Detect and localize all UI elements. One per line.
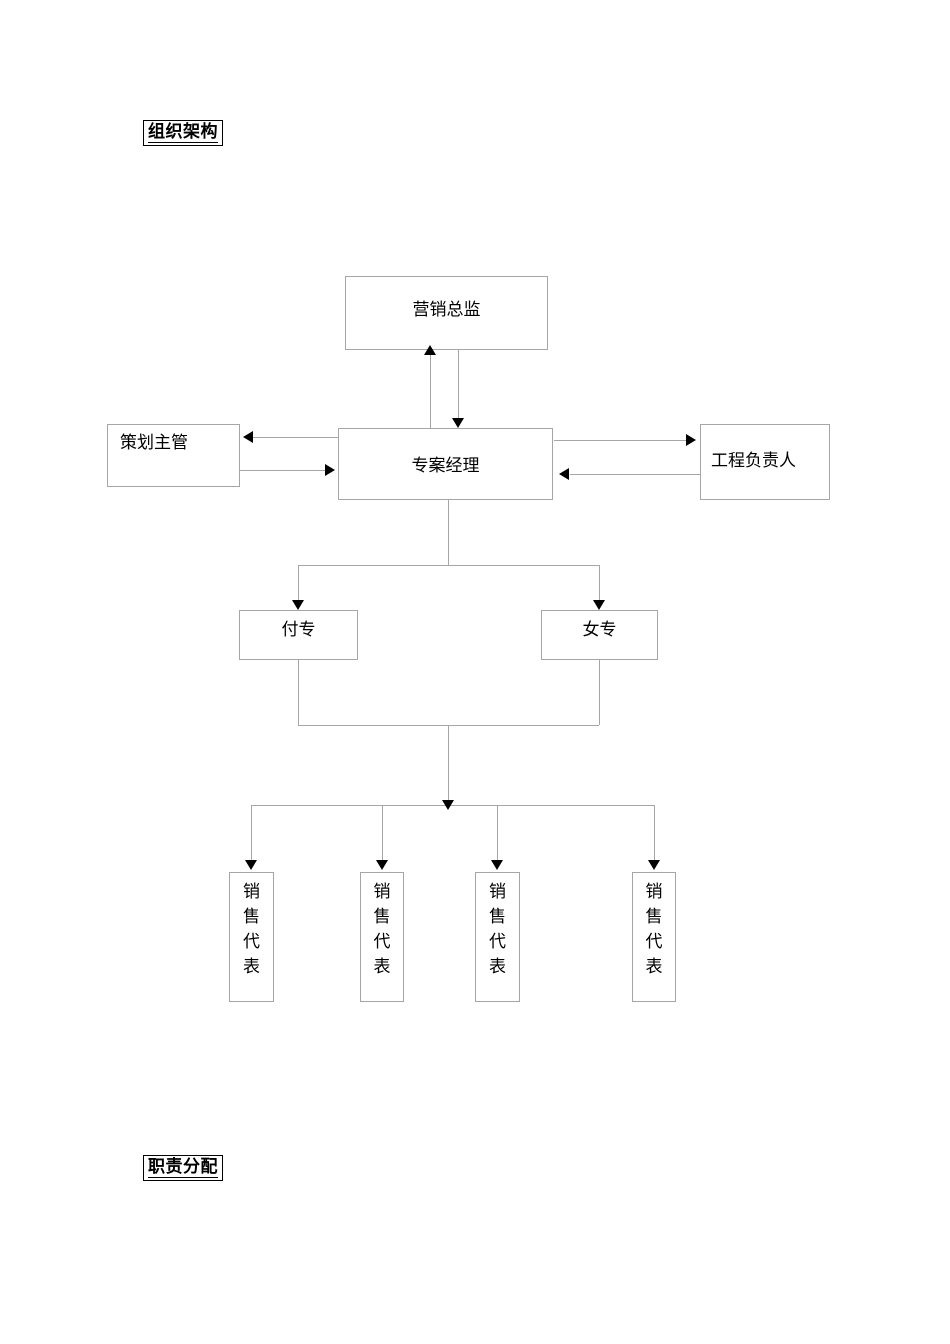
org-node-sales-rep-label: 销售代表 (645, 882, 663, 976)
org-node-engineering-lead[interactable]: 工程负责人 (700, 424, 830, 500)
org-node-project-manager[interactable]: 专案经理 (338, 428, 553, 500)
org-node-sales-rep-label: 销售代表 (243, 882, 260, 976)
org-node-nv-zhuan[interactable]: 女专 (541, 610, 658, 660)
org-node-sales-rep[interactable]: 销售代表 (632, 872, 676, 1002)
org-node-engineering-lead-label: 工程负责人 (711, 451, 796, 470)
org-node-nv-zhuan-label: 女专 (582, 620, 617, 639)
connector-manager-to-director (430, 355, 431, 430)
connector-manager-stem (448, 500, 449, 566)
connector-to-sales-rep-2 (382, 805, 383, 862)
arrowhead-left-to-planning (243, 431, 253, 443)
arrowhead-right-to-manager (325, 464, 335, 476)
org-node-sales-rep[interactable]: 销售代表 (229, 872, 274, 1002)
connector-to-sales-rep-3 (497, 805, 498, 862)
arrowhead-down-to-sales-bar (442, 800, 454, 810)
connector-nvzhuan-stem (599, 660, 600, 725)
arrowhead-down-to-manager (452, 418, 464, 428)
section-heading-responsibility: 职责分配 (143, 1155, 223, 1181)
arrowhead-right-to-engineering (686, 434, 696, 446)
arrowhead-down-to-nvzhuan (593, 600, 605, 610)
connector-manager-to-engineering (554, 440, 687, 441)
org-node-sales-rep[interactable]: 销售代表 (360, 872, 404, 1002)
arrowhead-down-to-fuzhuan (292, 600, 304, 610)
arrowhead-left-to-manager (559, 468, 569, 480)
arrowhead-down-to-sales-rep-4 (648, 860, 660, 870)
org-node-sales-rep-label: 销售代表 (489, 882, 506, 976)
connector-engineering-to-manager (570, 474, 700, 475)
connector-director-to-manager (458, 350, 459, 419)
connector-branch-bar-top (298, 565, 599, 566)
org-node-planning-supervisor[interactable]: 策划主管 (107, 424, 240, 487)
org-node-fu-zhuan-label: 付专 (281, 620, 316, 639)
org-node-marketing-director[interactable]: 营销总监 (345, 276, 548, 350)
connector-branch-to-nvzhuan (599, 565, 600, 602)
org-node-marketing-director-label: 营销总监 (412, 300, 481, 319)
arrowhead-down-to-sales-rep-3 (491, 860, 503, 870)
connector-merge-stem (448, 725, 449, 803)
connector-manager-to-planning (253, 437, 340, 438)
org-node-planning-supervisor-label: 策划主管 (120, 433, 188, 452)
arrowhead-down-to-sales-rep-1 (245, 860, 257, 870)
connector-to-sales-rep-1 (251, 805, 252, 862)
section-heading-organization: 组织架构 (143, 120, 223, 146)
connector-to-sales-rep-4 (654, 805, 655, 862)
section-heading-organization-text: 组织架构 (148, 122, 218, 143)
connector-branch-to-fuzhuan (298, 565, 299, 602)
connector-fuzhuan-stem (298, 660, 299, 725)
arrowhead-down-to-sales-rep-2 (376, 860, 388, 870)
section-heading-responsibility-text: 职责分配 (148, 1157, 218, 1178)
org-node-sales-rep[interactable]: 销售代表 (475, 872, 520, 1002)
org-node-project-manager-label: 专案经理 (411, 456, 480, 475)
connector-planning-to-manager (240, 470, 326, 471)
org-node-sales-rep-label: 销售代表 (373, 882, 391, 976)
org-node-fu-zhuan[interactable]: 付专 (239, 610, 358, 660)
arrowhead-up-to-director (424, 345, 436, 355)
